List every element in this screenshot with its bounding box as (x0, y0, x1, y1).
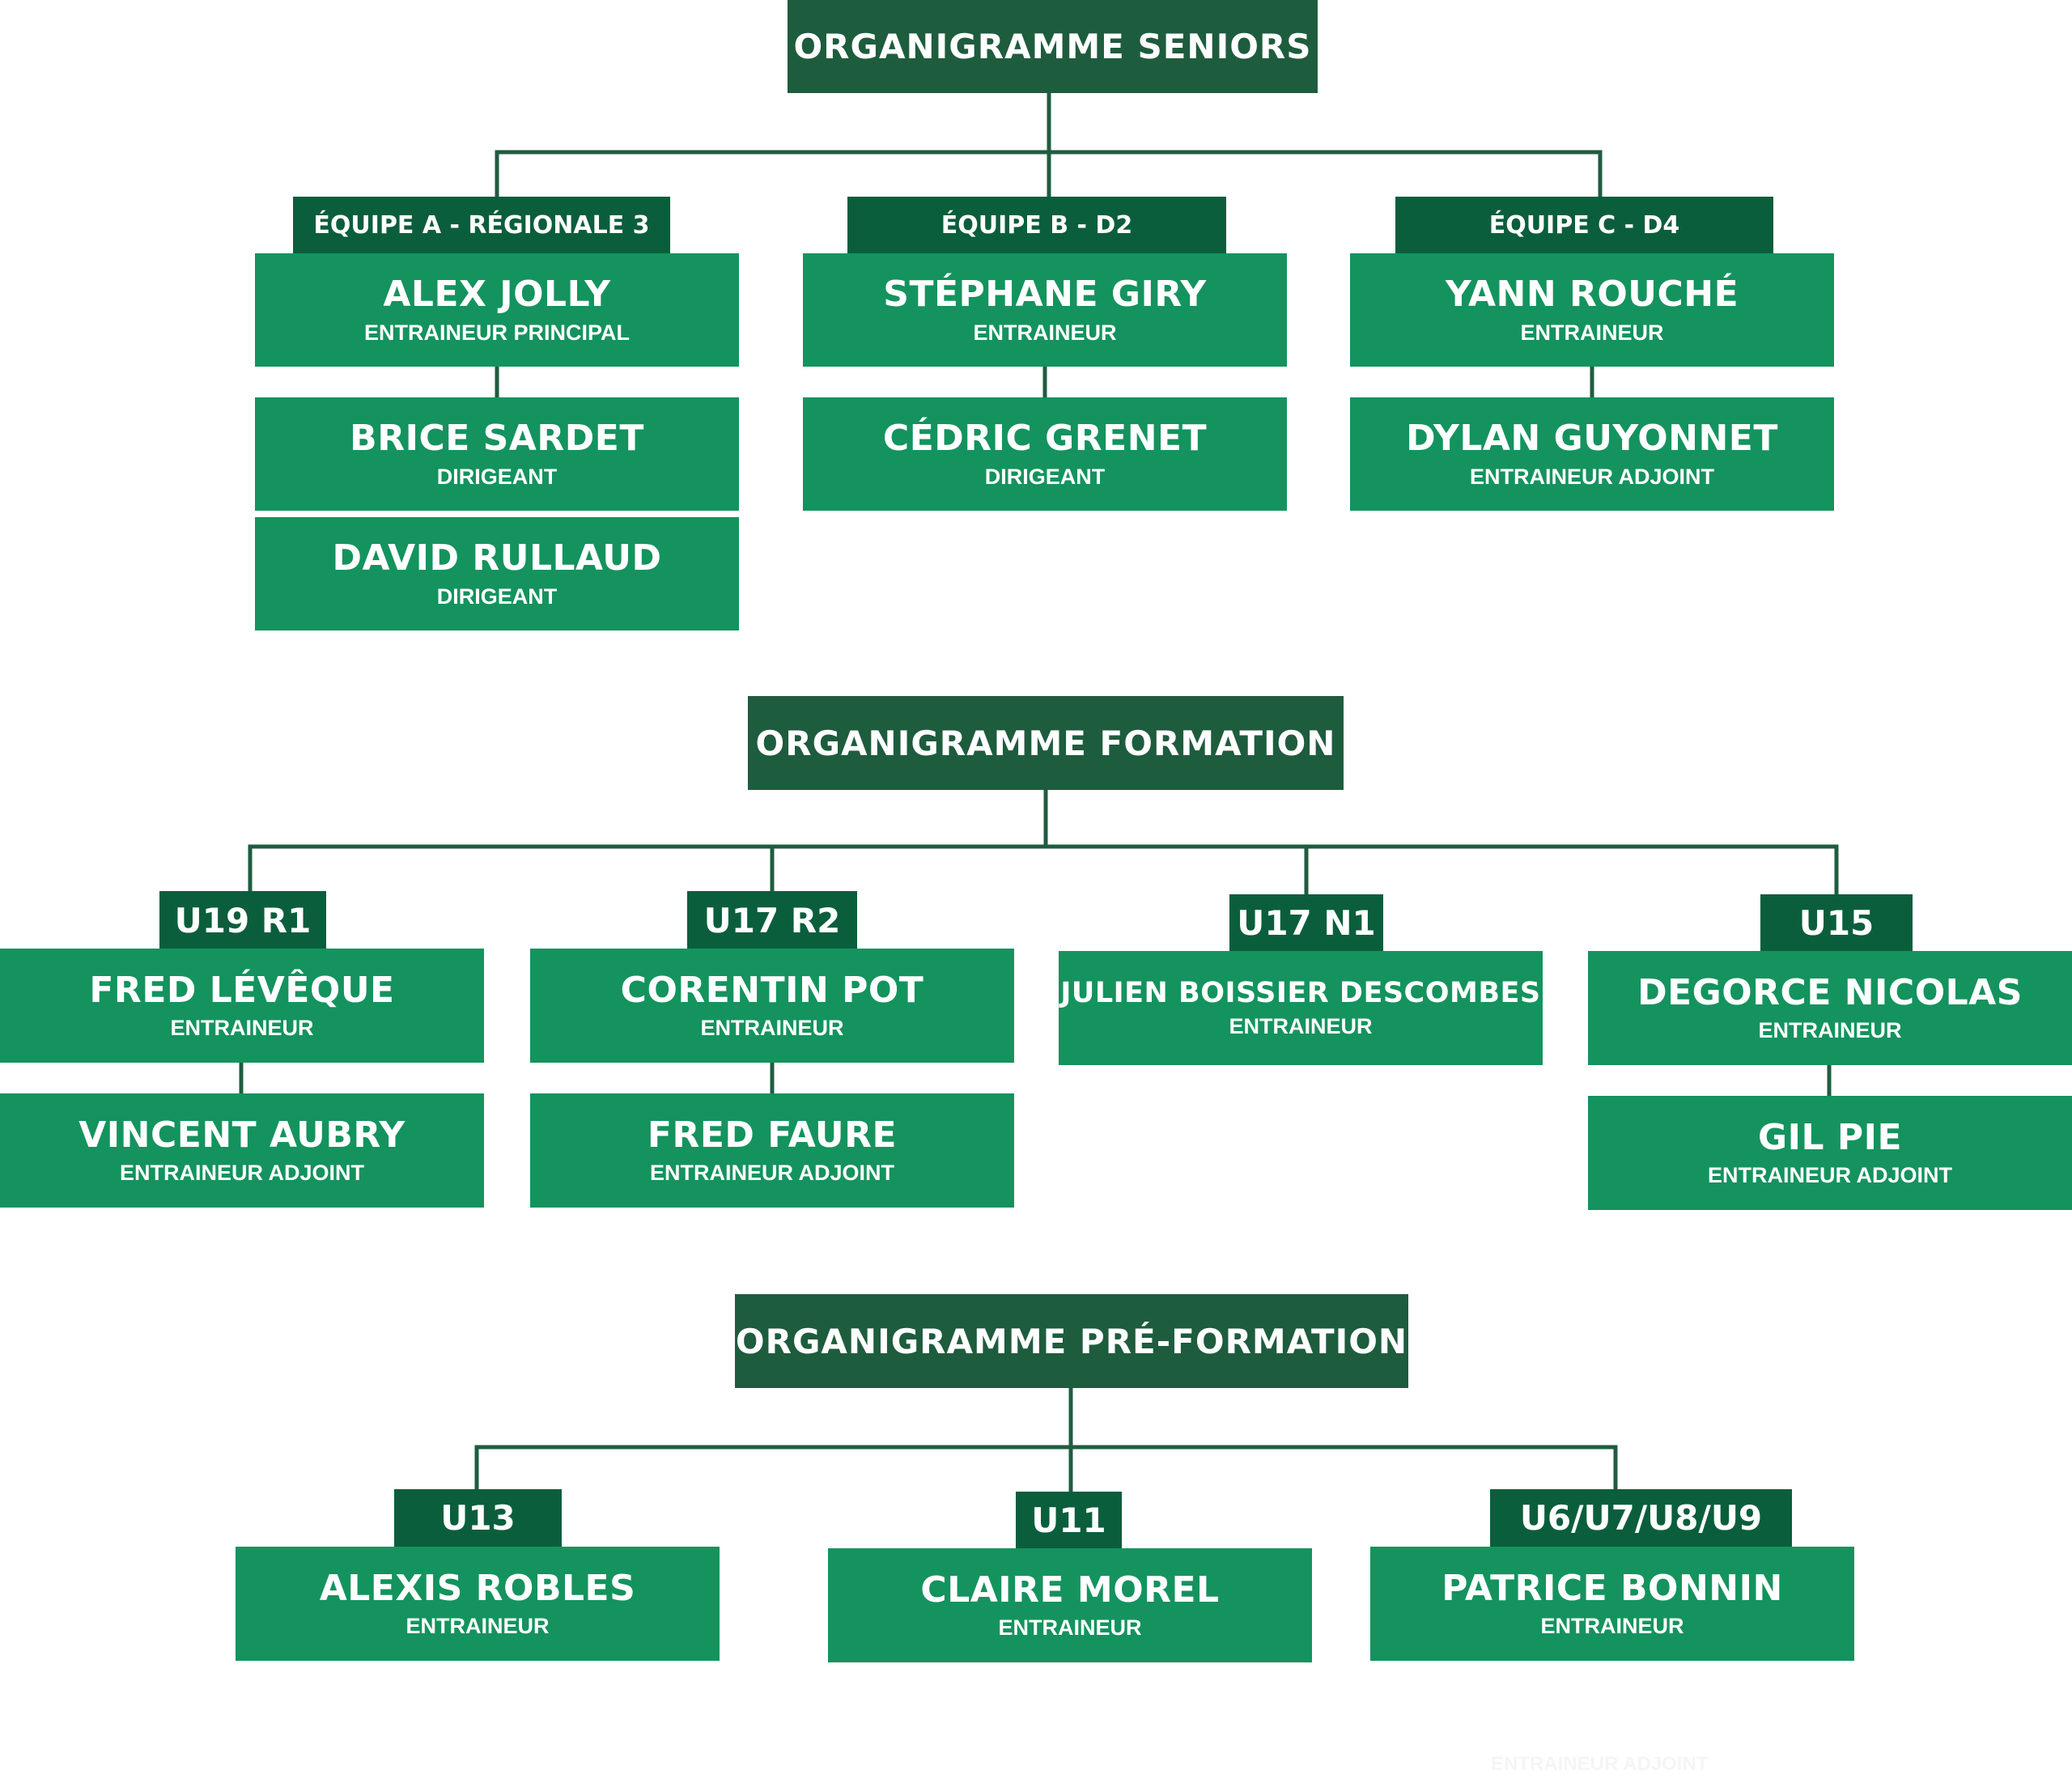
team-tab-u17-n1: U17 N1 (1229, 894, 1383, 952)
team-tab-label: U17 R2 (703, 900, 841, 940)
member-card: CORENTIN POT ENTRAINEUR (530, 949, 1014, 1063)
member-role: ENTRAINEUR PRINCIPAL (363, 320, 630, 345)
member-name: CLAIRE MOREL (920, 1569, 1220, 1611)
section-title-preformation: ORGANIGRAMME PRÉ-FORMATION (735, 1294, 1408, 1388)
member-card: STÉPHANE GIRY ENTRAINEUR (803, 253, 1287, 367)
team-tab-label: ÉQUIPE C - D4 (1488, 211, 1680, 240)
member-card: DEGORCE NICOLAS ENTRAINEUR (1588, 951, 2072, 1065)
ghost-role-text: ENTRAINEUR ADJOINT (1491, 1753, 1709, 1775)
member-role: ENTRAINEUR ADJOINT (119, 1161, 364, 1186)
member-card: BRICE SARDET DIRIGEANT (255, 397, 739, 511)
member-role: ENTRAINEUR (1229, 1014, 1373, 1039)
section-title-formation: ORGANIGRAMME FORMATION (748, 696, 1344, 790)
member-name: ALEX JOLLY (383, 274, 611, 316)
member-card: YANN ROUCHÉ ENTRAINEUR (1350, 253, 1834, 367)
member-role: ENTRAINEUR (1540, 1614, 1684, 1639)
section-title-seniors: ORGANIGRAMME SENIORS (788, 0, 1318, 93)
member-card: DAVID RULLAUD DIRIGEANT (255, 517, 739, 630)
member-name: DEGORCE NICOLAS (1637, 971, 2023, 1013)
section-title-label: ORGANIGRAMME FORMATION (755, 723, 1336, 763)
member-name: STÉPHANE GIRY (883, 274, 1207, 316)
member-name: PATRICE BONNIN (1441, 1567, 1783, 1609)
member-card: JULIEN BOISSIER DESCOMBES ENTRAINEUR (1059, 951, 1543, 1065)
member-name: BRICE SARDET (350, 418, 644, 460)
member-role: ENTRAINEUR ADJOINT (1707, 1163, 1952, 1188)
team-tab-u6-u9: U6/U7/U8/U9 (1490, 1489, 1792, 1547)
team-tab-label: U15 (1798, 903, 1875, 943)
team-tab-label: U19 R1 (174, 900, 312, 940)
section-title-label: ORGANIGRAMME PRÉ-FORMATION (735, 1321, 1408, 1361)
member-name: YANN ROUCHÉ (1445, 274, 1739, 316)
member-role: ENTRAINEUR (998, 1615, 1142, 1641)
member-card: VINCENT AUBRY ENTRAINEUR ADJOINT (0, 1093, 484, 1208)
member-name: ALEXIS ROBLES (319, 1567, 636, 1609)
member-name: CÉDRIC GRENET (882, 418, 1208, 460)
member-card: DYLAN GUYONNET ENTRAINEUR ADJOINT (1350, 397, 1834, 511)
team-tab-u11: U11 (1016, 1492, 1122, 1549)
team-tab-label: ÉQUIPE A - RÉGIONALE 3 (313, 211, 650, 240)
member-role: ENTRAINEUR (170, 1016, 314, 1041)
team-tab-label: ÉQUIPE B - D2 (940, 211, 1133, 240)
member-role: ENTRAINEUR (973, 320, 1117, 345)
member-card: FRED FAURE ENTRAINEUR ADJOINT (530, 1093, 1014, 1208)
member-card: GIL PIE ENTRAINEUR ADJOINT (1588, 1096, 2072, 1210)
member-name: VINCENT AUBRY (79, 1114, 405, 1156)
member-role: DIRIGEANT (436, 584, 558, 609)
member-role: DIRIGEANT (436, 464, 558, 489)
member-card: CÉDRIC GRENET DIRIGEANT (803, 397, 1287, 511)
team-tab-label: U13 (440, 1498, 516, 1538)
team-tab-u17-r2: U17 R2 (687, 891, 857, 949)
member-role: DIRIGEANT (984, 464, 1106, 489)
member-card: ALEXIS ROBLES ENTRAINEUR (236, 1547, 720, 1661)
member-name: CORENTIN POT (620, 969, 924, 1011)
team-tab-equipe-a: ÉQUIPE A - RÉGIONALE 3 (293, 197, 670, 254)
member-role: ENTRAINEUR ADJOINT (649, 1161, 894, 1186)
member-card: FRED LÉVÊQUE ENTRAINEUR (0, 949, 484, 1063)
team-tab-u13: U13 (394, 1489, 562, 1547)
team-tab-equipe-c: ÉQUIPE C - D4 (1395, 197, 1773, 254)
member-name: FRED LÉVÊQUE (89, 969, 395, 1011)
member-role: ENTRAINEUR (405, 1614, 550, 1639)
member-name: GIL PIE (1757, 1116, 1903, 1158)
member-card: ALEX JOLLY ENTRAINEUR PRINCIPAL (255, 253, 739, 367)
member-card: CLAIRE MOREL ENTRAINEUR (828, 1548, 1312, 1662)
member-role: ENTRAINEUR (700, 1016, 844, 1041)
team-tab-label: U6/U7/U8/U9 (1519, 1498, 1763, 1538)
member-role: ENTRAINEUR (1758, 1018, 1902, 1043)
member-card: PATRICE BONNIN ENTRAINEUR (1370, 1547, 1854, 1661)
team-tab-equipe-b: ÉQUIPE B - D2 (847, 197, 1226, 254)
member-name: DYLAN GUYONNET (1406, 418, 1778, 460)
member-name: JULIEN BOISSIER DESCOMBES (1060, 976, 1541, 1009)
team-tab-label: U17 N1 (1237, 903, 1376, 943)
member-role: ENTRAINEUR (1520, 320, 1664, 345)
team-tab-u15: U15 (1760, 894, 1913, 952)
member-role: ENTRAINEUR ADJOINT (1469, 464, 1714, 489)
member-name: FRED FAURE (647, 1114, 898, 1156)
team-tab-label: U11 (1031, 1501, 1106, 1540)
section-title-label: ORGANIGRAMME SENIORS (793, 27, 1312, 66)
member-name: DAVID RULLAUD (332, 537, 662, 579)
team-tab-u19-r1: U19 R1 (159, 891, 326, 949)
